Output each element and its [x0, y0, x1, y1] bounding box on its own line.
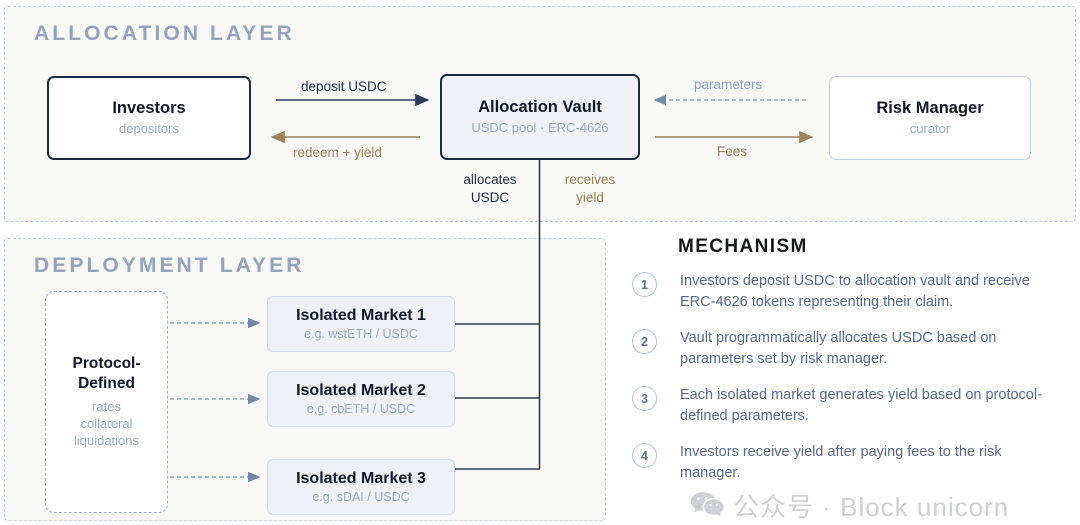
market-3-subtitle: e.g. sDAI / USDC [312, 490, 410, 504]
market-1-title: Isolated Market 1 [296, 307, 426, 324]
mechanism-step-2: 2 Vault programmatically allocates USDC … [632, 328, 1062, 370]
mechanism-step-3: 3 Each isolated market generates yield b… [632, 385, 1062, 427]
node-investors-subtitle: depositors [119, 121, 179, 137]
node-risk-title: Risk Manager [876, 98, 984, 117]
node-protocol-defined[interactable]: Protocol- Defined rates collateral liqui… [45, 291, 168, 513]
mechanism-step-2-text: Vault programmatically allocates USDC ba… [680, 330, 997, 368]
edge-label-fees: Fees [717, 144, 748, 159]
market-1-subtitle: e.g. wstETH / USDC [304, 327, 418, 341]
node-isolated-market-2[interactable]: Isolated Market 2 e.g. cbETH / USDC [267, 371, 455, 427]
mechanism-step-4-number: 4 [632, 443, 657, 469]
edge-label-receives-line2: yield [576, 189, 604, 205]
deployment-layer-title: DEPLOYMENT LAYER [34, 254, 305, 277]
node-risk-manager[interactable]: Risk Manager curator [829, 76, 1031, 160]
edge-label-allocates-line2: USDC [470, 189, 510, 205]
market-2-title: Isolated Market 2 [296, 382, 426, 399]
node-protocol-sub-liquidations: liquidations [73, 432, 140, 448]
edge-label-deposit-usdc: deposit USDC [301, 79, 387, 94]
edge-label-parameters: parameters [694, 77, 763, 92]
node-protocol-title-line1: Protocol- [72, 355, 141, 373]
mechanism-panel: MECHANISM 1 Investors deposit USDC to al… [632, 236, 1062, 499]
node-isolated-market-1[interactable]: Isolated Market 1 e.g. wstETH / USDC [267, 296, 455, 352]
edge-label-receives-line1: receives [564, 172, 616, 187]
allocation-layer-title: ALLOCATION LAYER [34, 22, 295, 45]
mechanism-step-1-number: 1 [632, 272, 657, 297]
edge-label-allocates-line1: allocates [463, 172, 517, 187]
node-protocol-sub-rates: rates [92, 399, 121, 415]
mechanism-step-1: 1 Investors deposit USDC to allocation v… [632, 271, 1062, 313]
node-risk-subtitle: curator [909, 121, 951, 137]
mechanism-step-4: 4 Investors receive yield after paying f… [632, 442, 1062, 484]
edge-label-redeem-yield: redeem + yield [293, 145, 382, 160]
node-investors[interactable]: Investors depositors [47, 76, 251, 160]
mechanism-step-3-text: Each isolated market generates yield bas… [680, 387, 1042, 425]
mechanism-step-1-text: Investors deposit USDC to allocation vau… [680, 273, 1030, 311]
mechanism-title: MECHANISM [678, 236, 808, 257]
mechanism-step-2-number: 2 [632, 329, 657, 355]
node-protocol-sub-collateral: collateral [80, 415, 133, 431]
node-allocation-vault[interactable]: Allocation Vault USDC pool · ERC-4626 [440, 74, 640, 160]
node-investors-title: Investors [112, 98, 186, 117]
node-protocol-title-line2: Defined [78, 374, 135, 392]
edge-label-receives-yield: receives yield [556, 171, 624, 206]
mechanism-step-3-number: 3 [632, 386, 657, 412]
edge-label-allocates-usdc: allocates USDC [458, 171, 522, 206]
node-isolated-market-3[interactable]: Isolated Market 3 e.g. sDAI / USDC [267, 459, 455, 515]
node-vault-subtitle: USDC pool · ERC-4626 [471, 120, 609, 136]
node-vault-title: Allocation Vault [478, 97, 602, 116]
market-3-title: Isolated Market 3 [296, 470, 426, 487]
mechanism-step-4-text: Investors receive yield after paying fee… [680, 444, 1002, 482]
market-2-subtitle: e.g. cbETH / USDC [306, 402, 416, 416]
